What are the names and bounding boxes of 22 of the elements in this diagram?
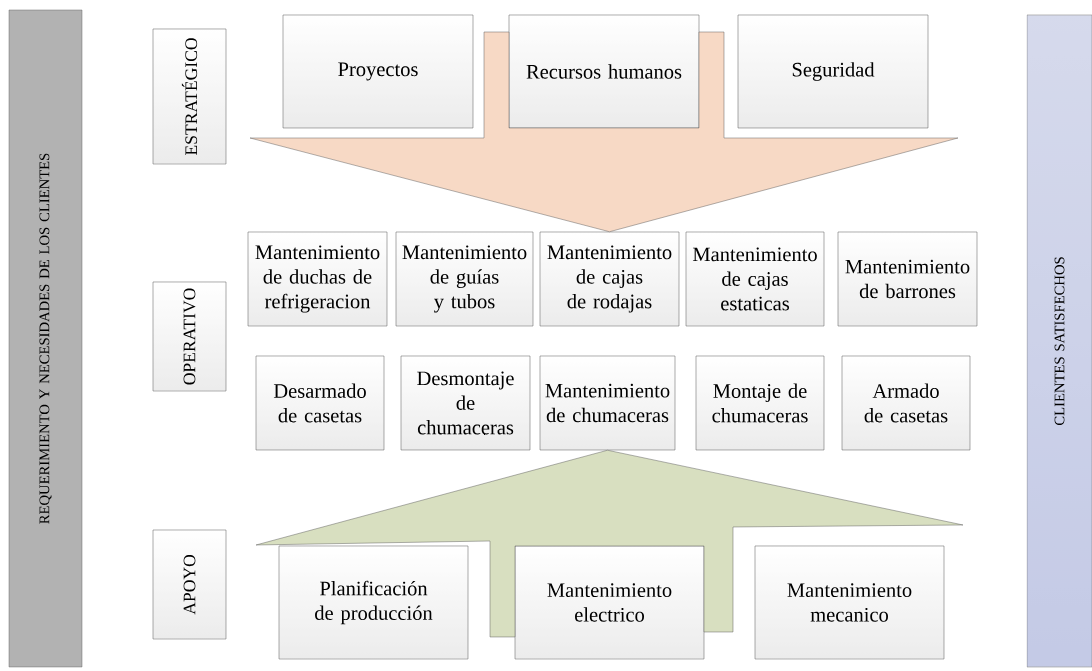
process-box: Mantenimiento mecanico [754, 545, 945, 660]
level-label-box: OPERATIVO [152, 281, 227, 392]
side-band: REQUERIMIENTO Y NECESIDADES DE LOS CLIENTES [8, 9, 83, 668]
process-box: Mantenimiento de barrones [837, 231, 978, 327]
side-band: CLIENTES SATISFECHOS [1026, 14, 1092, 668]
process-box: Armado de casetas [841, 355, 971, 451]
process-box: Seguridad [737, 14, 929, 129]
process-box: Mantenimiento de duchas de refrigeracion [247, 231, 388, 327]
process-box: Desmontaje de chumaceras [400, 355, 531, 451]
process-box: Planificación de producción [278, 545, 469, 660]
level-label-box: ESTRATÉGICO [152, 28, 227, 165]
process-box: Mantenimiento de cajas estaticas [685, 231, 825, 327]
process-box: Proyectos [282, 14, 474, 129]
process-box: Mantenimiento electrico [514, 545, 705, 660]
block-arrow [249, 31, 959, 232]
process-box: Mantenimiento de guías y tubos [395, 231, 534, 327]
process-box: Recursos humanos [508, 14, 700, 129]
process-box: Mantenimiento de chumaceras [539, 355, 676, 451]
process-box: Desarmado de casetas [255, 355, 385, 451]
level-label-box: APOYO [152, 529, 227, 640]
process-box: Mantenimiento de cajas de rodajas [539, 231, 680, 327]
process-box: Montaje de chumaceras [695, 355, 825, 451]
